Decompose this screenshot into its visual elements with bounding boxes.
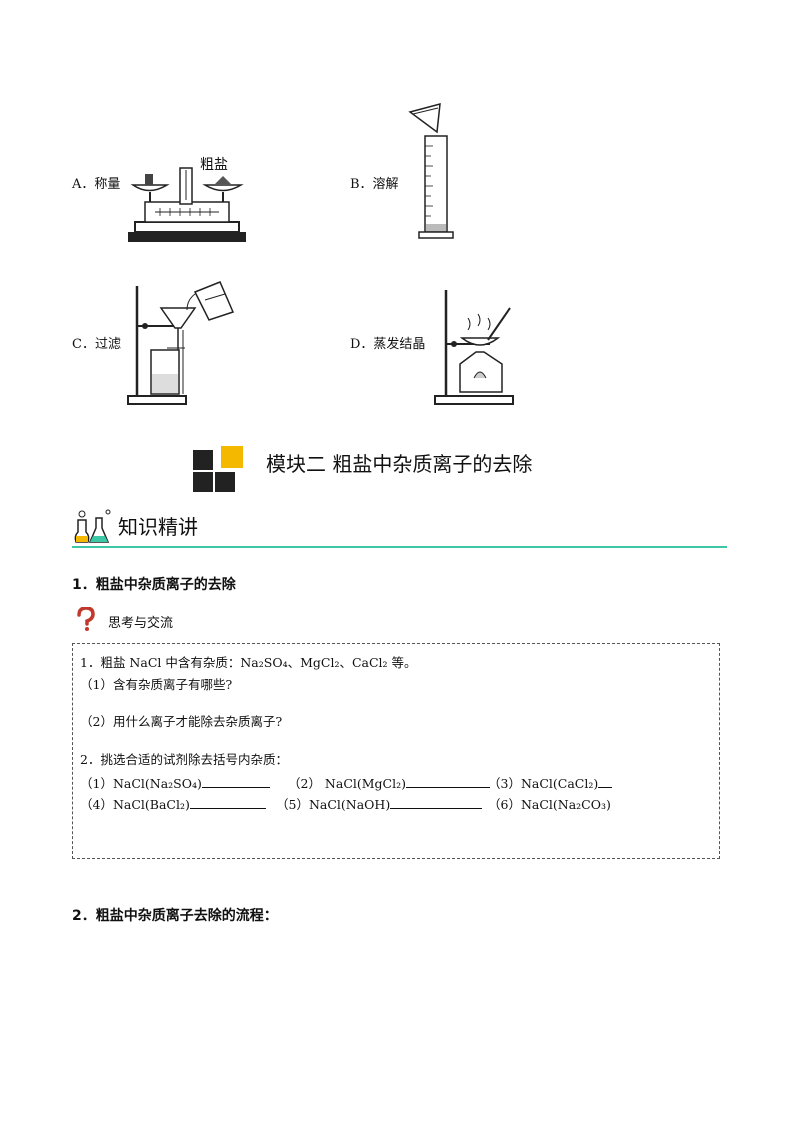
- measuring-cylinder-illustration: [408, 102, 454, 239]
- item-6: （6）NaCl(Na₂CO₃): [488, 797, 611, 812]
- answer-blank-5[interactable]: [390, 795, 483, 809]
- option-a-label: A．称量: [72, 177, 121, 192]
- module-logo-icon: [193, 446, 243, 492]
- option-b-label: B．溶解: [350, 177, 399, 192]
- item-5: （5）NaCl(NaOH): [276, 794, 483, 813]
- item-2-text: （2） NaCl(MgCl₂): [288, 776, 407, 791]
- balance-illustration: [128, 167, 246, 242]
- question-box: [72, 643, 720, 859]
- section-divider: [72, 546, 727, 548]
- answer-blank-3[interactable]: [598, 774, 613, 788]
- question-1b: （2）用什么离子才能除去杂质离子?: [80, 714, 283, 729]
- item-3: （3）NaCl(CaCl₂): [488, 773, 613, 792]
- module-title: 模块二 粗盐中杂质离子的去除: [266, 452, 533, 476]
- option-c-label: C．过滤: [72, 337, 121, 352]
- section-title: 知识精讲: [118, 515, 198, 539]
- flask-icon: [74, 509, 111, 543]
- heading-2: 2．粗盐中杂质离子去除的流程：: [72, 908, 278, 924]
- item-4: （4）NaCl(BaCl₂): [80, 794, 266, 813]
- think-discuss-label: 思考与交流: [108, 616, 174, 631]
- question-1: 1．粗盐 NaCl 中含有杂质：Na₂SO₄、MgCl₂、CaCl₂ 等。: [80, 655, 417, 670]
- coarse-salt-tag: 粗盐: [200, 157, 228, 173]
- item-3-text: （3）NaCl(CaCl₂): [488, 776, 599, 791]
- item-5-text: （5）NaCl(NaOH): [276, 797, 391, 812]
- answer-blank-4[interactable]: [189, 795, 266, 809]
- answer-blank-2[interactable]: [406, 774, 491, 788]
- heading-1: 1．粗盐中杂质离子的去除: [72, 577, 236, 593]
- item-4-text: （4）NaCl(BaCl₂): [80, 797, 190, 812]
- question-1a: （1）含有杂质离子有哪些?: [80, 677, 233, 692]
- item-1: （1）NaCl(Na₂SO₄): [80, 773, 270, 792]
- answer-blank-1[interactable]: [201, 774, 270, 788]
- filtration-illustration: [127, 281, 235, 405]
- evaporation-illustration: [434, 290, 514, 405]
- question-2: 2．挑选合适的试剂除去括号内杂质：: [80, 752, 288, 767]
- item-2: （2） NaCl(MgCl₂): [288, 773, 491, 792]
- option-d-label: D．蒸发结晶: [350, 337, 426, 352]
- item-1-text: （1）NaCl(Na₂SO₄): [80, 776, 202, 791]
- question-mark-icon: [77, 607, 95, 631]
